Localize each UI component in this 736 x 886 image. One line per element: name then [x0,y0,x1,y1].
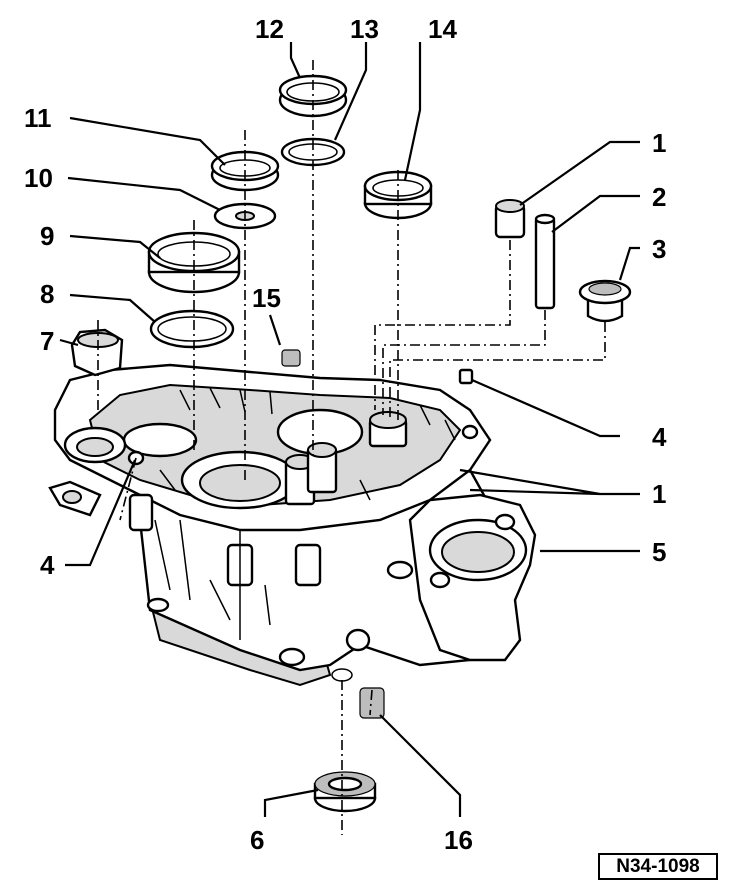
transmission-housing [48,363,537,687]
callout-7: 7 [40,326,54,356]
part-6-bearing [313,771,377,813]
callout-8: 8 [40,279,54,309]
callout-6: 6 [250,825,264,855]
callout-15: 15 [252,283,281,313]
part-15-plug [281,349,301,367]
callout-5: 5 [652,537,666,567]
callout-12: 12 [255,14,284,44]
callout-4: 4 [40,550,55,580]
figure-reference-label: N34-1098 [598,853,718,880]
callout-10: 10 [24,163,53,193]
part-4-stud [458,368,474,385]
callout-4-right: 4 [652,422,667,452]
part-3-bushing [578,279,632,323]
leader-lines [59,42,640,817]
callout-14: 14 [428,14,457,44]
part-1-cup [494,199,526,239]
part-16-screw [359,687,385,719]
callout-1-lower: 1 [652,479,666,509]
callout-1: 1 [652,128,666,158]
part-7-cap [70,328,124,377]
callout-labels: 12 13 14 11 10 9 8 7 15 1 2 3 4 1 5 4 6 … [24,14,667,855]
callout-13: 13 [350,14,379,44]
part-2-pin [534,213,556,310]
assembly-center-lines [97,60,606,835]
callout-3: 3 [652,234,666,264]
callout-11: 11 [24,103,52,133]
callout-9: 9 [40,221,54,251]
callout-2: 2 [652,182,666,212]
callout-16: 16 [444,825,473,855]
part-8-o-ring [149,309,235,349]
